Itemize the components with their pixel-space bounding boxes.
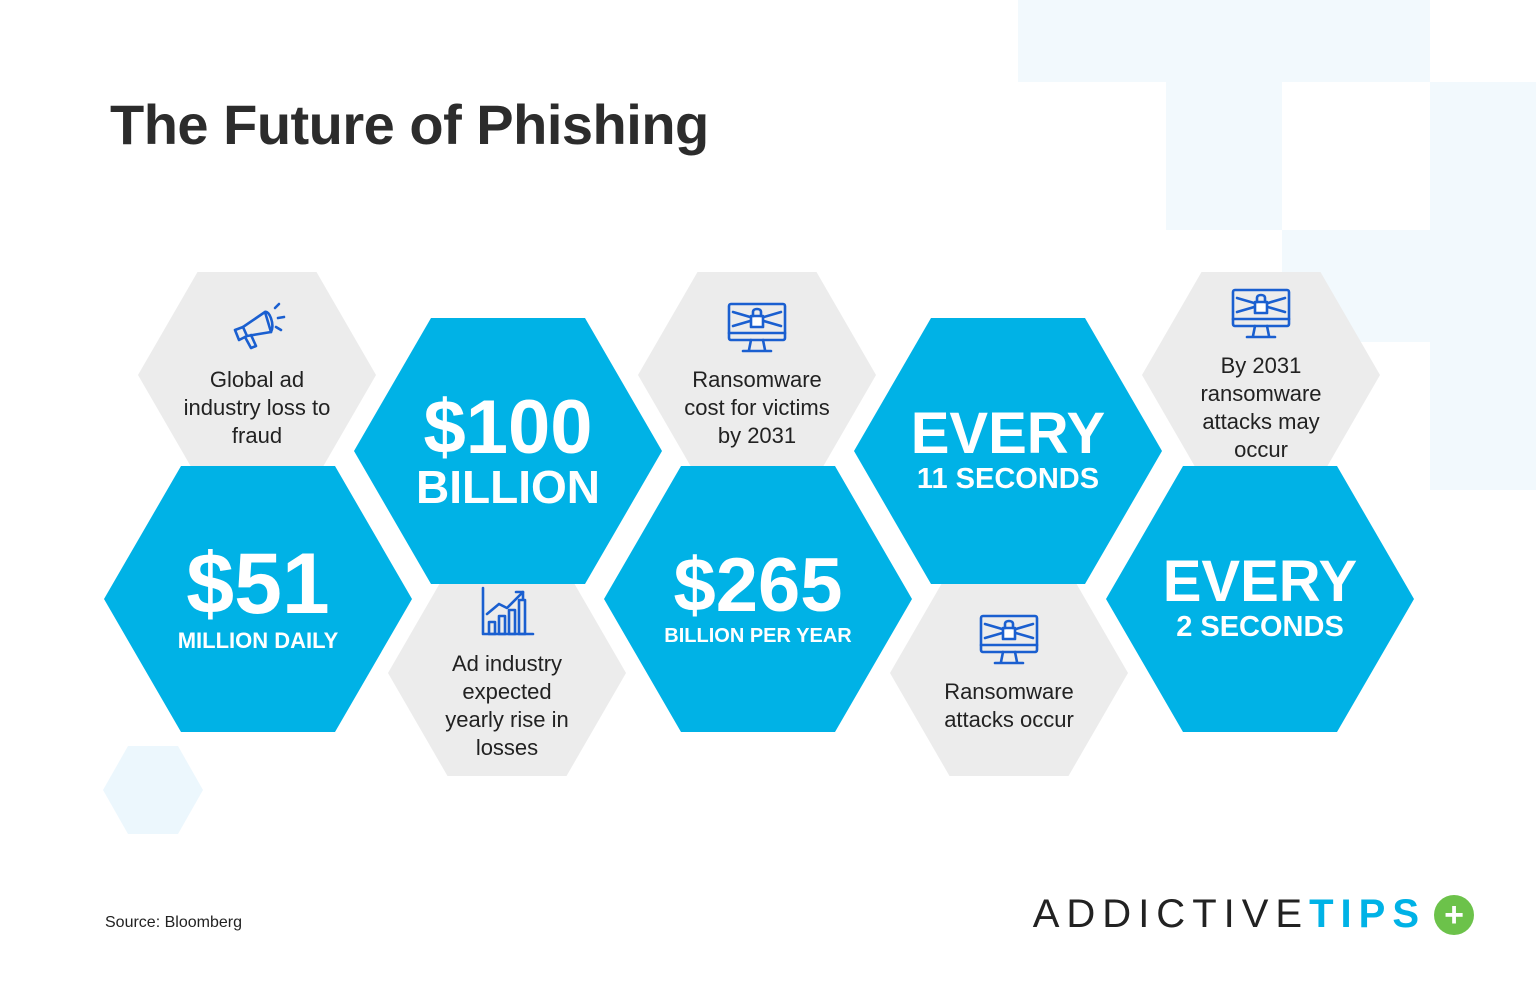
caption-hex-ad-loss: Global ad industry loss to fraud [138,272,376,478]
stat-value-ransom-2031: EVERY [1162,548,1358,614]
caption-ransom-frequency: Ransomware attacks occur [944,679,1074,732]
stat-hex-ad-rise: $100 BILLION [354,318,662,584]
plus-icon: + [1434,894,1474,935]
caption-hex-ransom-frequency: Ransomware attacks occur [890,570,1128,776]
logo-text-accent: TIPS [1309,892,1426,936]
caption-hex-ransom-cost: Ransomware cost for victims by 2031 [638,272,876,478]
stat-unit-ad-loss: MILLION DAILY [177,627,339,653]
stat-value-ad-rise: $100 [423,384,593,470]
background-gap [1282,82,1430,230]
caption-ad-rise: Ad industry expected yearly rise in loss… [445,651,569,760]
stat-unit-ransom-cost: BILLION PER YEAR [664,624,852,647]
stat-unit-ransom-frequency: 11 SECONDS [916,463,1100,496]
stat-value-ransom-frequency: EVERY [910,400,1106,466]
stat-hex-ransom-2031: EVERY 2 SECONDS [1106,466,1414,732]
background-block [1018,0,1430,82]
caption-ransom-2031: By 2031 ransomware attacks may occur [1200,353,1322,462]
caption-ransom-cost: Ransomware cost for victims by 2031 [684,367,830,448]
decorative-hex [103,746,203,834]
locked-monitor-icon [977,612,1041,668]
addictivetips-logo: ADDICTIVE TIPS + [1033,892,1474,937]
stat-value-ransom-cost: $265 [673,543,843,629]
stat-unit-ransom-2031: 2 SECONDS [1176,611,1344,644]
stat-unit-ad-rise: BILLION [416,461,600,514]
rising-chart-icon [475,584,539,640]
caption-ad-loss: Global ad industry loss to fraud [183,367,331,448]
megaphone-icon [225,300,289,356]
locked-monitor-icon [1229,286,1293,342]
logo-text-main: ADDICTIVE [1032,892,1310,936]
stat-hex-ransom-cost: $265 BILLION PER YEAR [604,466,912,732]
caption-hex-ad-rise: Ad industry expected yearly rise in loss… [388,570,626,776]
locked-monitor-icon [725,300,789,356]
stat-hex-ransom-frequency: EVERY 11 SECONDS [854,318,1162,584]
source-note: Source: Bloomberg [105,914,242,931]
stat-value-ad-loss: $51 [186,536,330,633]
page-title: The Future of Phishing [110,93,709,156]
background-block [1430,342,1536,490]
stat-hex-ad-loss: $51 MILLION DAILY [104,466,412,732]
